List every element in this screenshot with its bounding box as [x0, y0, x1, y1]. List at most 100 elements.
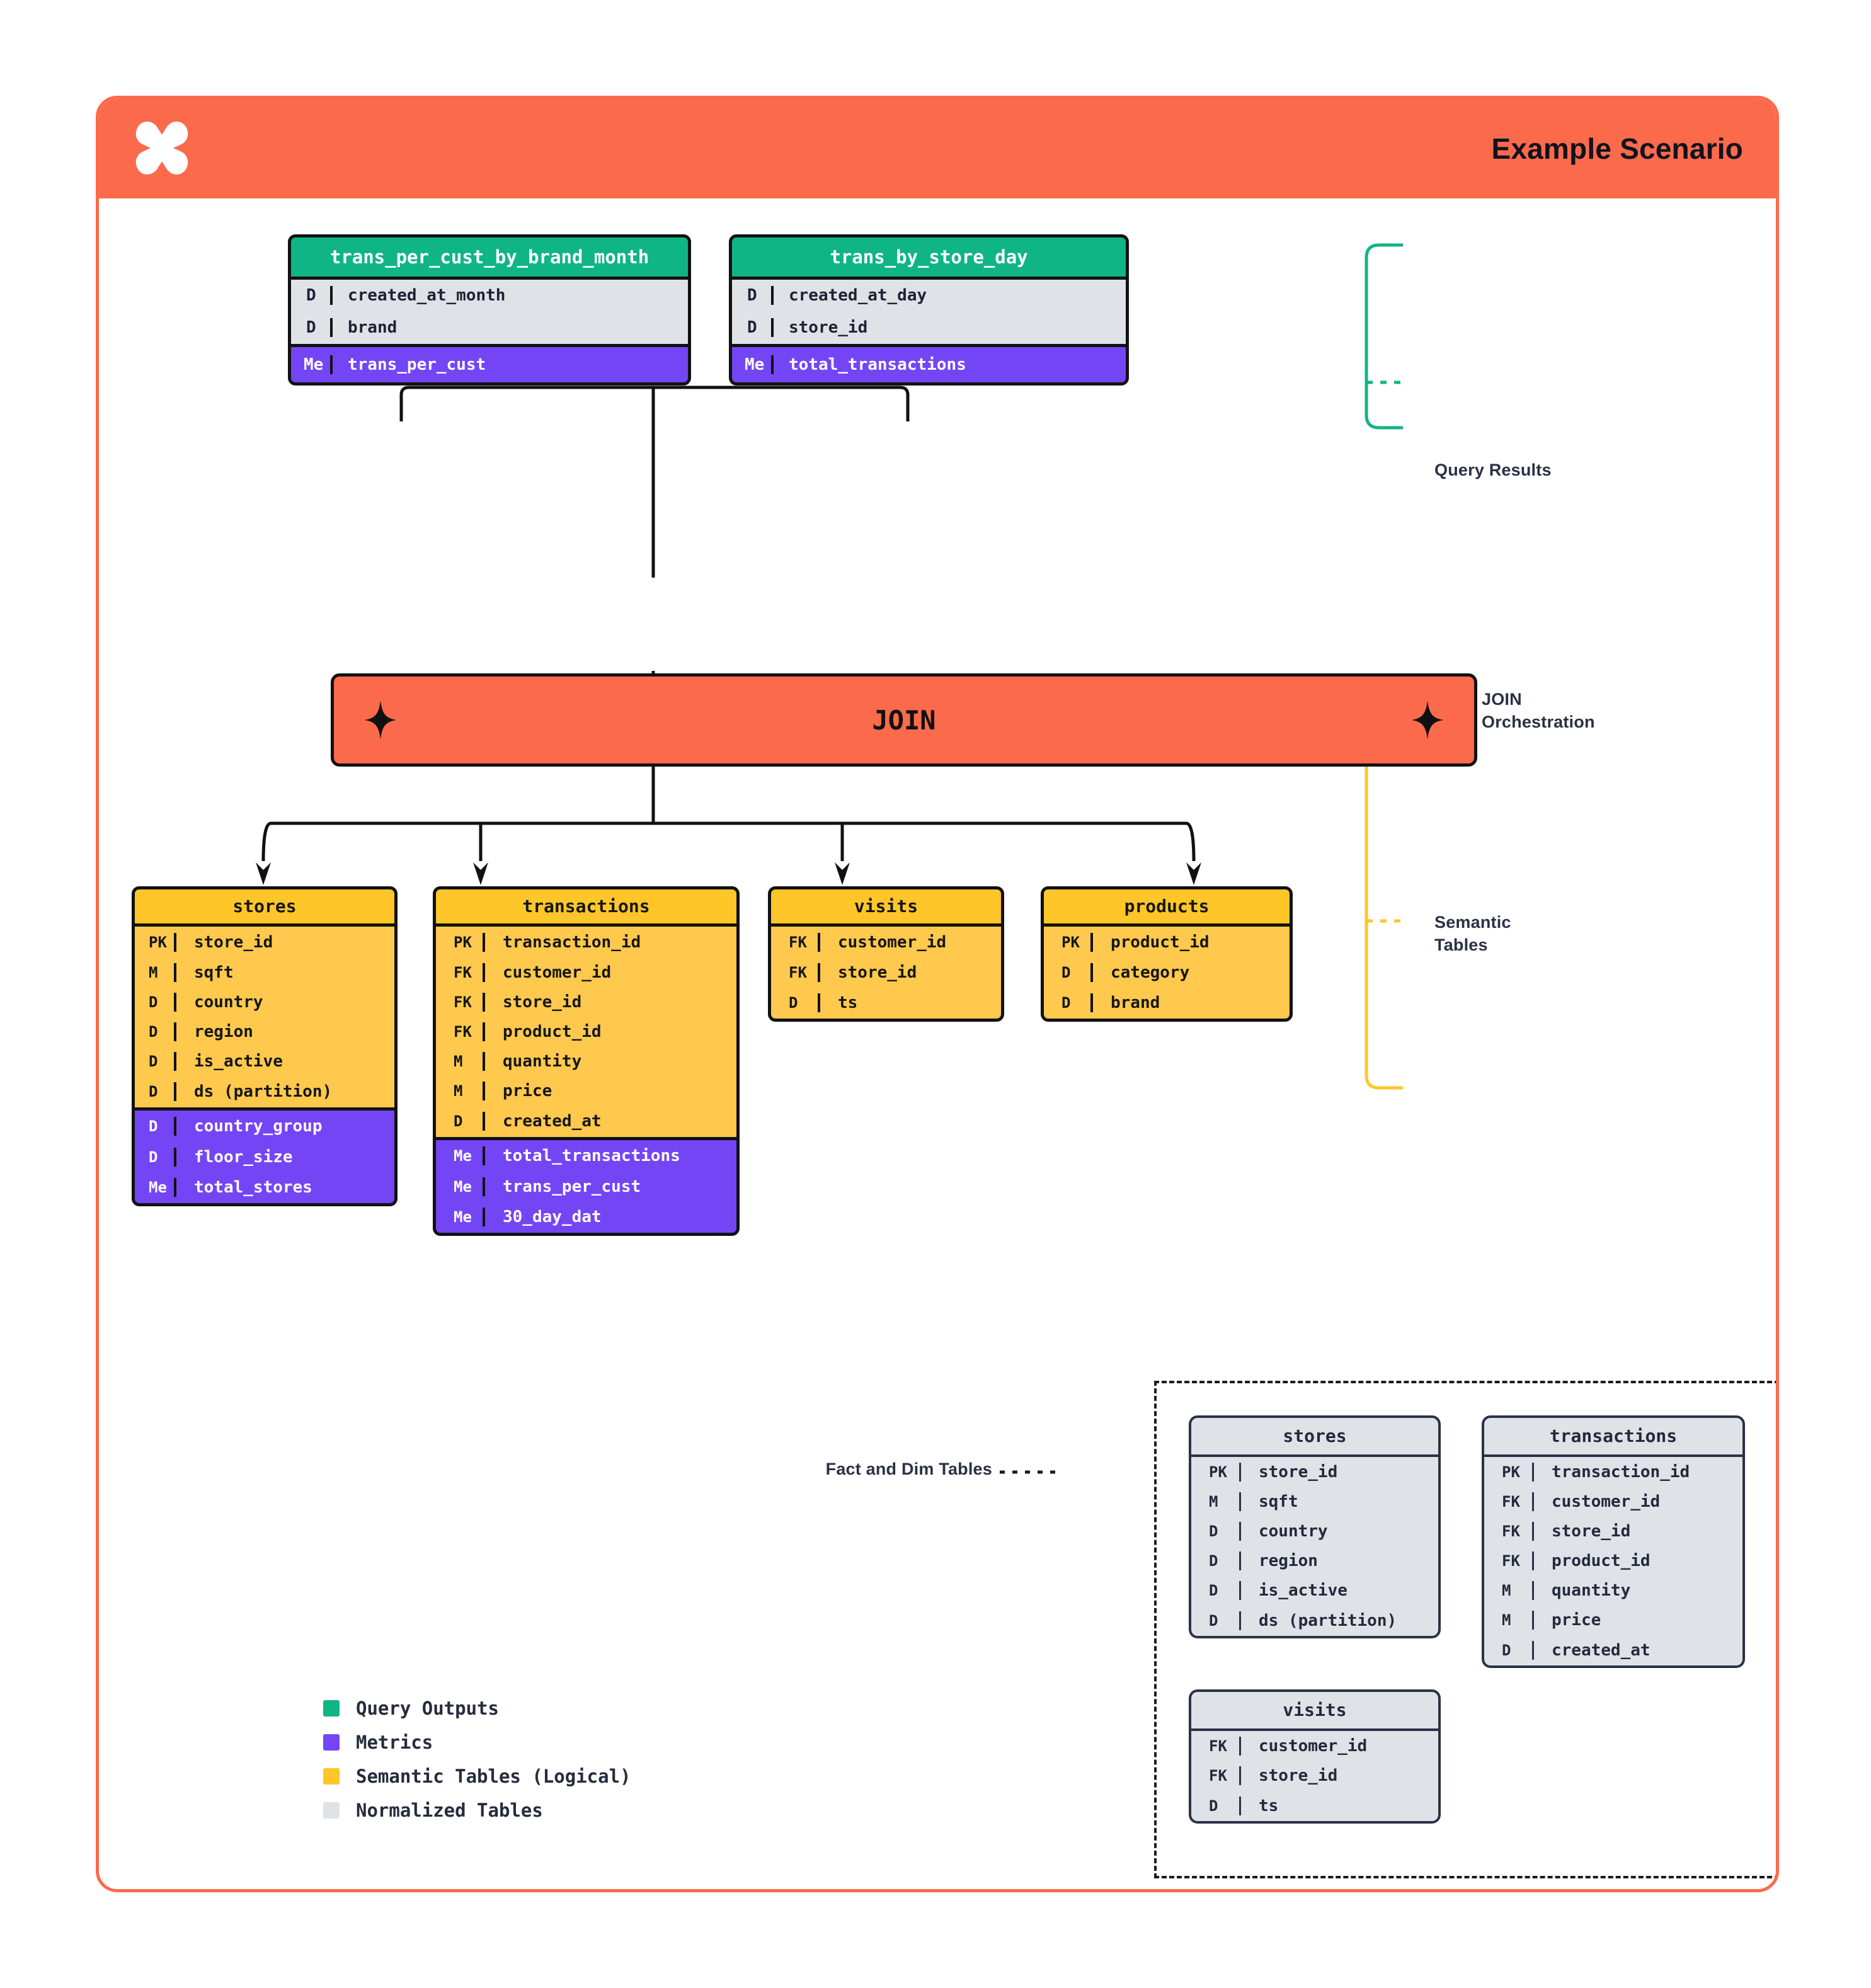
- normalized-table-stores[interactable]: stores PK store_id M sqft D country D re…: [1189, 1415, 1441, 1638]
- page-title: Example Scenario: [1491, 132, 1743, 165]
- column-field: store_id: [818, 963, 1001, 982]
- sparkle-icon: [1410, 700, 1445, 740]
- table-row: D brand: [291, 311, 688, 344]
- column-field: sqft: [1239, 1492, 1438, 1511]
- table-row: D ts: [771, 987, 1001, 1019]
- column-field: transaction_id: [483, 932, 736, 952]
- column-key: Me: [454, 1147, 472, 1165]
- column-field: store_id: [483, 992, 736, 1012]
- column-key: FK: [454, 1022, 472, 1041]
- column-key: D: [149, 1083, 158, 1100]
- column-section: PK transaction_id FK customer_id FK stor…: [433, 927, 740, 1140]
- table-row: FK store_id: [436, 987, 736, 1017]
- table-row: D created_at: [1484, 1635, 1742, 1665]
- table-row: D category: [1044, 957, 1290, 987]
- column-key: PK: [454, 933, 472, 951]
- normalized-table-transactions[interactable]: transactions PK transaction_id FK custom…: [1482, 1415, 1745, 1668]
- column-field: region: [1239, 1551, 1438, 1570]
- annotation-line-1: Semantic: [1434, 913, 1511, 932]
- table-row: FK store_id: [771, 957, 1001, 987]
- column-field: total_transactions: [483, 1146, 736, 1165]
- table-row: D created_at_month: [291, 280, 688, 311]
- table-row: D country: [135, 987, 394, 1017]
- column-field: brand: [1090, 993, 1290, 1012]
- column-key: Me: [745, 355, 765, 374]
- table-caption: stores: [1189, 1415, 1441, 1457]
- scenario-card: Example Scenario: [96, 96, 1779, 1892]
- table-row: M quantity: [436, 1046, 736, 1076]
- annotation-line-2: Orchestration: [1482, 712, 1595, 731]
- column-field: trans_per_cust: [330, 355, 688, 374]
- normalized-table-visits[interactable]: visits FK customer_id FK store_id D ts: [1189, 1689, 1441, 1824]
- query-result-table-1[interactable]: trans_by_store_day D created_at_day D st…: [729, 234, 1129, 386]
- semantic-table-products[interactable]: products PK product_id D category D bran…: [1041, 886, 1293, 1022]
- column-key: FK: [1502, 1522, 1520, 1540]
- column-field: total_transactions: [771, 355, 1126, 374]
- column-field: product_id: [483, 1022, 736, 1041]
- legend-swatch-normalized-tables: [323, 1802, 340, 1819]
- dimension-section: D created_at_day D store_id: [729, 280, 1129, 347]
- column-key: M: [1209, 1492, 1218, 1511]
- table-row: Me total_transactions: [436, 1140, 736, 1172]
- column-field: store_id: [771, 318, 1126, 337]
- column-key: PK: [1502, 1463, 1520, 1481]
- column-field: transaction_id: [1532, 1462, 1742, 1482]
- sparkle-icon: [363, 700, 398, 740]
- column-field: country_group: [174, 1117, 394, 1136]
- column-section: PK transaction_id FK customer_id FK stor…: [1482, 1457, 1745, 1668]
- semantic-table-visits[interactable]: visits FK customer_id FK store_id D ts: [768, 886, 1004, 1022]
- join-label: JOIN: [872, 704, 936, 736]
- column-field: floor_size: [174, 1147, 394, 1167]
- table-row: M quantity: [1484, 1575, 1742, 1605]
- semantic-table-stores[interactable]: stores PK store_id M sqft D country D re…: [132, 886, 398, 1206]
- table-caption: transactions: [433, 886, 740, 927]
- column-key: PK: [1209, 1463, 1227, 1481]
- table-row: FK store_id: [1484, 1516, 1742, 1546]
- column-field: price: [483, 1081, 736, 1100]
- table-caption: visits: [768, 886, 1004, 927]
- column-field: country: [1239, 1521, 1438, 1541]
- table-caption: stores: [132, 886, 398, 927]
- column-key: D: [1209, 1581, 1218, 1599]
- table-row: D created_at: [436, 1105, 736, 1137]
- card-header: Example Scenario: [99, 99, 1776, 198]
- column-field: created_at: [1532, 1640, 1742, 1660]
- legend-swatch-query-outputs: [323, 1700, 340, 1717]
- column-section: FK customer_id FK store_id D ts: [1189, 1731, 1441, 1824]
- table-row: Me trans_per_cust: [436, 1172, 736, 1201]
- column-key: D: [789, 994, 798, 1012]
- table-row: FK customer_id: [1191, 1731, 1438, 1761]
- column-key: D: [1209, 1551, 1218, 1570]
- table-row: D region: [1191, 1546, 1438, 1575]
- query-result-table-0[interactable]: trans_per_cust_by_brand_month D created_…: [288, 234, 691, 386]
- column-field: customer_id: [1532, 1492, 1742, 1511]
- legend-swatch-metrics: [323, 1734, 340, 1751]
- table-row: PK store_id: [1191, 1457, 1438, 1487]
- table-caption: products: [1041, 886, 1293, 927]
- column-key: D: [1061, 963, 1071, 981]
- column-section: PK product_id D category D brand: [1041, 927, 1293, 1022]
- column-key: D: [306, 318, 316, 337]
- join-orchestration-bar[interactable]: JOIN: [331, 673, 1477, 767]
- column-field: product_id: [1090, 932, 1290, 952]
- table-row: D is_active: [135, 1046, 394, 1076]
- annotation-line-1: JOIN: [1482, 690, 1522, 709]
- metric-section: Me total_transactions Me trans_per_cust …: [433, 1140, 740, 1236]
- column-key: D: [1061, 994, 1071, 1012]
- column-key: Me: [454, 1208, 472, 1226]
- column-field: total_stores: [174, 1178, 394, 1197]
- table-row: Me total_stores: [135, 1172, 394, 1203]
- legend: Query Outputs Metrics Semantic Tables (L…: [323, 1691, 631, 1827]
- column-key: FK: [454, 993, 472, 1011]
- table-row: FK customer_id: [771, 927, 1001, 957]
- legend-item: Metrics: [323, 1725, 631, 1759]
- column-key: Me: [304, 355, 324, 374]
- column-field: store_id: [174, 932, 394, 952]
- column-key: M: [454, 1082, 463, 1100]
- semantic-table-transactions[interactable]: transactions PK transaction_id FK custom…: [433, 886, 740, 1236]
- annotation-semantic-tables: Semantic Tables: [1434, 911, 1511, 956]
- column-key: D: [149, 1022, 158, 1041]
- legend-label: Normalized Tables: [356, 1800, 543, 1821]
- column-field: ds (partition): [1239, 1611, 1438, 1630]
- table-row: FK store_id: [1191, 1761, 1438, 1790]
